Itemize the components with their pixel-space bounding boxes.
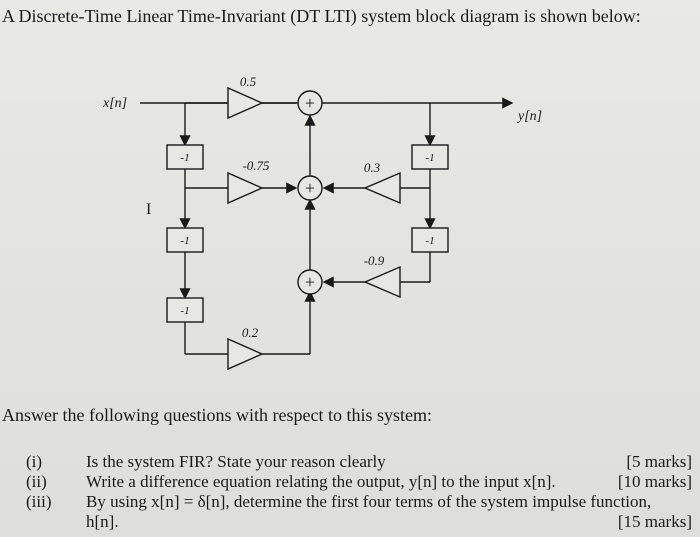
answer-prompt: Answer the following questions with resp… <box>2 405 432 425</box>
svg-text:+: + <box>305 178 315 198</box>
svg-text:-1: -1 <box>425 235 434 247</box>
adder-middle <box>297 175 323 201</box>
input-label: x[n] <box>102 96 127 111</box>
svg-text:-1: -1 <box>425 152 434 164</box>
gain-label-neg-0-9: -0.9 <box>364 253 385 268</box>
question-marks-3: [15 marks] <box>617 512 692 531</box>
delay-box-left-3 <box>166 297 204 323</box>
question-text-3-cont: h[n]. <box>86 512 119 531</box>
svg-text:-1: -1 <box>180 152 189 164</box>
gain-label-neg-0-75: -0.75 <box>242 158 270 173</box>
svg-text:-1: -1 <box>180 235 189 247</box>
question-number-1: (i) <box>26 452 43 471</box>
gain-triangle-0-3 <box>363 171 401 205</box>
svg-text:-1: -1 <box>180 305 189 317</box>
block-diagram: + + + -1 -1 -1 -1 -1 x[n] y[n] 0.5 -0.75… <box>102 74 542 371</box>
gain-label-0-5: 0.5 <box>240 74 257 89</box>
adder-top <box>297 90 323 116</box>
gain-triangle-0-2 <box>227 337 264 371</box>
gain-label-0-2: 0.2 <box>242 325 259 340</box>
gain-triangle-neg-0-75 <box>227 171 264 205</box>
question-marks-1: [5 marks] <box>626 452 692 471</box>
question-text-1: Is the system FIR? State your reason cle… <box>86 452 386 471</box>
output-label: y[n] <box>516 109 542 124</box>
gain-triangle-neg-0-9 <box>363 265 401 299</box>
problem-heading: A Discrete-Time Linear Time-Invariant (D… <box>2 6 641 26</box>
gain-triangle-0-5 <box>227 86 264 120</box>
question-text-2: Write a difference equation relating the… <box>86 472 556 491</box>
svg-text:+: + <box>305 272 315 292</box>
text-cursor-icon: I <box>146 201 151 218</box>
delay-box-left-1 <box>166 144 204 170</box>
svg-text:+: + <box>305 93 315 113</box>
delay-box-right-1 <box>411 144 449 170</box>
delay-box-right-2 <box>411 227 449 253</box>
question-marks-2: [10 marks] <box>617 472 692 491</box>
question-text-3: By using x[n] = δ[n], determine the firs… <box>86 492 652 511</box>
delay-box-left-2 <box>166 227 204 253</box>
question-number-2: (ii) <box>26 472 47 491</box>
gain-label-0-3: 0.3 <box>364 160 381 175</box>
question-number-3: (iii) <box>26 492 52 511</box>
adder-bottom <box>297 269 323 295</box>
